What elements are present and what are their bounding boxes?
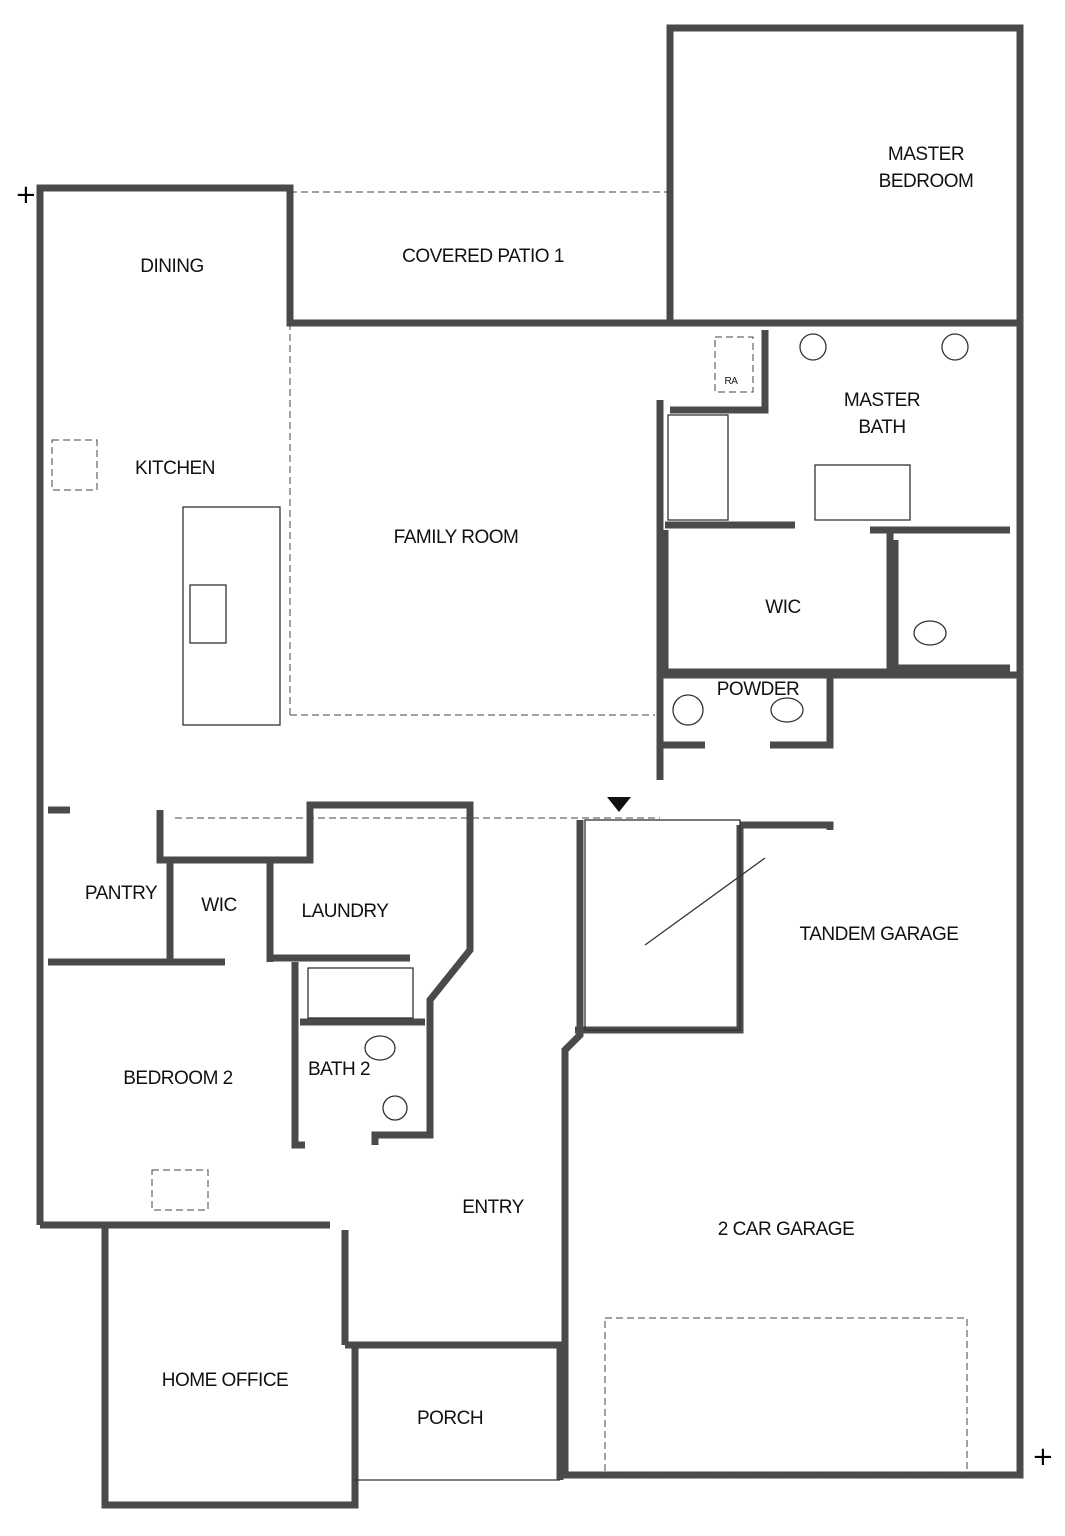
label-wic: WIC [201, 895, 236, 916]
label-bath-2: BATH 2 [308, 1059, 370, 1080]
fixtures: + + [15, 180, 1054, 1479]
label-powder: POWDER [717, 679, 800, 700]
label-covered-patio: COVERED PATIO 1 [402, 246, 564, 267]
label-dining: DINING [140, 256, 204, 277]
crosshair-mark-icon: + [1032, 1442, 1054, 1472]
label-bedroom-2: BEDROOM 2 [123, 1068, 233, 1089]
label-master-bedroom-2: BEDROOM [879, 171, 974, 192]
label-2-car-garage: 2 CAR GARAGE [718, 1219, 855, 1240]
label-master-wic: WIC [765, 597, 800, 618]
label-entry: ENTRY [462, 1197, 524, 1218]
label-master-bath-2: BATH [858, 417, 905, 438]
label-master-bedroom: MASTER [888, 144, 964, 165]
label-laundry: LAUNDRY [302, 901, 390, 922]
interior-walls [48, 319, 1020, 1345]
label-ra: RA [725, 376, 739, 387]
label-tandem-garage: TANDEM GARAGE [800, 924, 959, 945]
label-kitchen: KITCHEN [135, 458, 215, 479]
label-home-office: HOME OFFICE [162, 1370, 288, 1391]
label-porch: PORCH [417, 1408, 483, 1429]
entry-arrow-icon [607, 797, 631, 812]
label-master-bath: MASTER [844, 390, 920, 411]
label-family-room: FAMILY ROOM [394, 527, 519, 548]
room-labels: MASTER BEDROOM DINING COVERED PATIO 1 MA… [85, 144, 974, 1429]
label-pantry: PANTRY [85, 883, 158, 904]
crosshair-mark-icon: + [15, 180, 37, 210]
